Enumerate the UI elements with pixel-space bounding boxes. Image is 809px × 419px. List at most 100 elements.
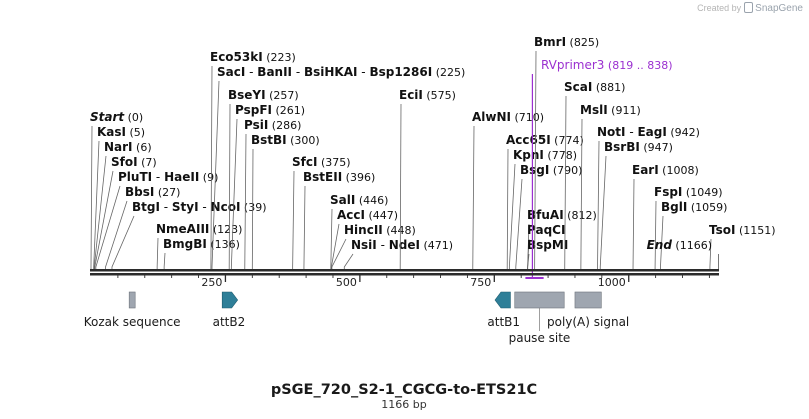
enzyme-separator: - [152, 170, 164, 184]
enzyme-name: KasI [97, 125, 126, 139]
enzyme-label: SacI - BanII - BsiHKAI - Bsp1286I (225) [217, 65, 465, 79]
enzyme-label: NsiI - NdeI (471) [351, 238, 453, 252]
enzyme-name: NotI [597, 125, 626, 139]
enzyme-separator: - [199, 200, 211, 214]
map-title: pSGE_720_S2-1_CGCG-to-ETS21C [271, 382, 537, 398]
enzyme-position: (27) [154, 186, 180, 199]
enzyme-name: PluTI [118, 170, 152, 184]
enzyme-leader-line [244, 133, 247, 269]
enzyme-label: BsrBI (947) [604, 140, 673, 154]
enzyme-label: BmrI (825) [534, 35, 599, 49]
enzyme-leader-line [343, 253, 354, 269]
enzyme-position: (1059) [687, 201, 727, 214]
primer-label: RVprimer3 (819 .. 838) [541, 58, 672, 72]
enzyme-name: PsiI [244, 118, 268, 132]
enzyme-position: (1008) [659, 164, 699, 177]
enzyme-position: (396) [342, 171, 375, 184]
enzyme-leader-line [632, 178, 635, 269]
enzyme-position: (447) [365, 209, 398, 222]
enzyme-name: KpnI [513, 148, 544, 162]
enzyme-position: (9) [199, 171, 218, 184]
enzyme-name: BsiHKAI [304, 65, 358, 79]
enzyme-name: NcoI [211, 200, 241, 214]
enzyme-position: (812) [564, 209, 597, 222]
enzyme-leader-line [330, 223, 340, 269]
enzyme-leader-line [105, 200, 128, 269]
enzyme-position: (257) [266, 89, 299, 102]
enzyme-label: SfoI (7) [111, 155, 157, 169]
enzyme-name: SacI [217, 65, 245, 79]
enzyme-name: Start [90, 110, 125, 124]
enzyme-label: PsiI (286) [244, 118, 301, 132]
enzyme-position: (825) [566, 36, 599, 49]
enzyme-leader-line [94, 170, 114, 269]
enzyme-label: TsoI (1151) [709, 223, 776, 237]
enzyme-position: (1049) [682, 186, 722, 199]
tick-label: 500 [336, 276, 357, 289]
enzyme-name: BsrBI [604, 140, 640, 154]
enzyme-name: Eco53kI [210, 50, 263, 64]
enzyme-position: (947) [640, 141, 673, 154]
enzyme-name: BbsI [125, 185, 154, 199]
enzyme-name: EagI [637, 125, 666, 139]
enzyme-leader-line [230, 118, 238, 269]
enzyme-position: (5) [126, 126, 145, 139]
feature-attb2 [221, 291, 239, 309]
enzyme-position: (375) [317, 156, 350, 169]
enzyme-leader-line [163, 252, 166, 269]
enzyme-label: SfcI (375) [292, 155, 351, 169]
enzyme-name: EarI [632, 163, 659, 177]
enzyme-name: BstBI [251, 133, 287, 147]
enzyme-leader-line [330, 208, 333, 269]
enzyme-label: BmgBI (136) [163, 237, 240, 251]
feature-attb1 [494, 291, 511, 309]
tick-label: 750 [470, 276, 491, 289]
map-length: 1166 bp [381, 398, 426, 411]
enzyme-leader-line [399, 103, 402, 269]
enzyme-name: BtgI [132, 200, 160, 214]
primer-annotation: RVprimer3 (819 .. 838) [525, 58, 672, 279]
enzyme-leader-line [709, 238, 712, 269]
enzyme-separator: - [292, 65, 304, 79]
enzyme-name: HaeII [164, 170, 199, 184]
enzyme-label: End (1166) [647, 238, 712, 252]
enzyme-name: FspI [654, 185, 682, 199]
enzyme-position: (446) [355, 194, 388, 207]
enzyme-name: BsgI [520, 163, 549, 177]
enzyme-label: BtgI - StyI - NcoI (39) [132, 200, 267, 214]
enzyme-name: PspFI [235, 103, 272, 117]
enzyme-leader-line [228, 103, 231, 269]
enzyme-separator: - [160, 200, 172, 214]
enzyme-leader-line [95, 185, 121, 269]
tick-label: 250 [201, 276, 222, 289]
credit-prefix: Created by [697, 3, 742, 13]
enzyme-position: (881) [592, 81, 625, 94]
enzyme-position: (1166) [672, 239, 712, 252]
enzyme-position: (790) [549, 164, 582, 177]
enzyme-name: BglI [661, 200, 687, 214]
enzyme-label: NarI (6) [104, 140, 152, 154]
enzyme-label: SalI (446) [330, 193, 388, 207]
enzyme-label: PluTI - HaeII (9) [118, 170, 218, 184]
enzyme-label: BbsI (27) [125, 185, 180, 199]
enzyme-separator: - [626, 125, 638, 139]
enzyme-label: EciI (575) [399, 88, 456, 102]
enzyme-name: BanII [257, 65, 292, 79]
enzyme-label: MslI (911) [580, 103, 641, 117]
enzyme-name: SfcI [292, 155, 317, 169]
backbone-bottom-strand [90, 273, 719, 276]
feature-label: pause site [509, 331, 571, 345]
enzyme-name: BmgBI [163, 237, 207, 251]
enzyme-position: (448) [383, 224, 416, 237]
enzyme-separator: - [377, 238, 389, 252]
enzyme-label: BspMI [527, 238, 568, 252]
enzyme-position: (123) [209, 223, 242, 236]
enzyme-position: (1151) [735, 224, 775, 237]
enzyme-name: SfoI [111, 155, 138, 169]
enzyme-separator: - [357, 65, 369, 79]
enzyme-position: (778) [544, 149, 577, 162]
